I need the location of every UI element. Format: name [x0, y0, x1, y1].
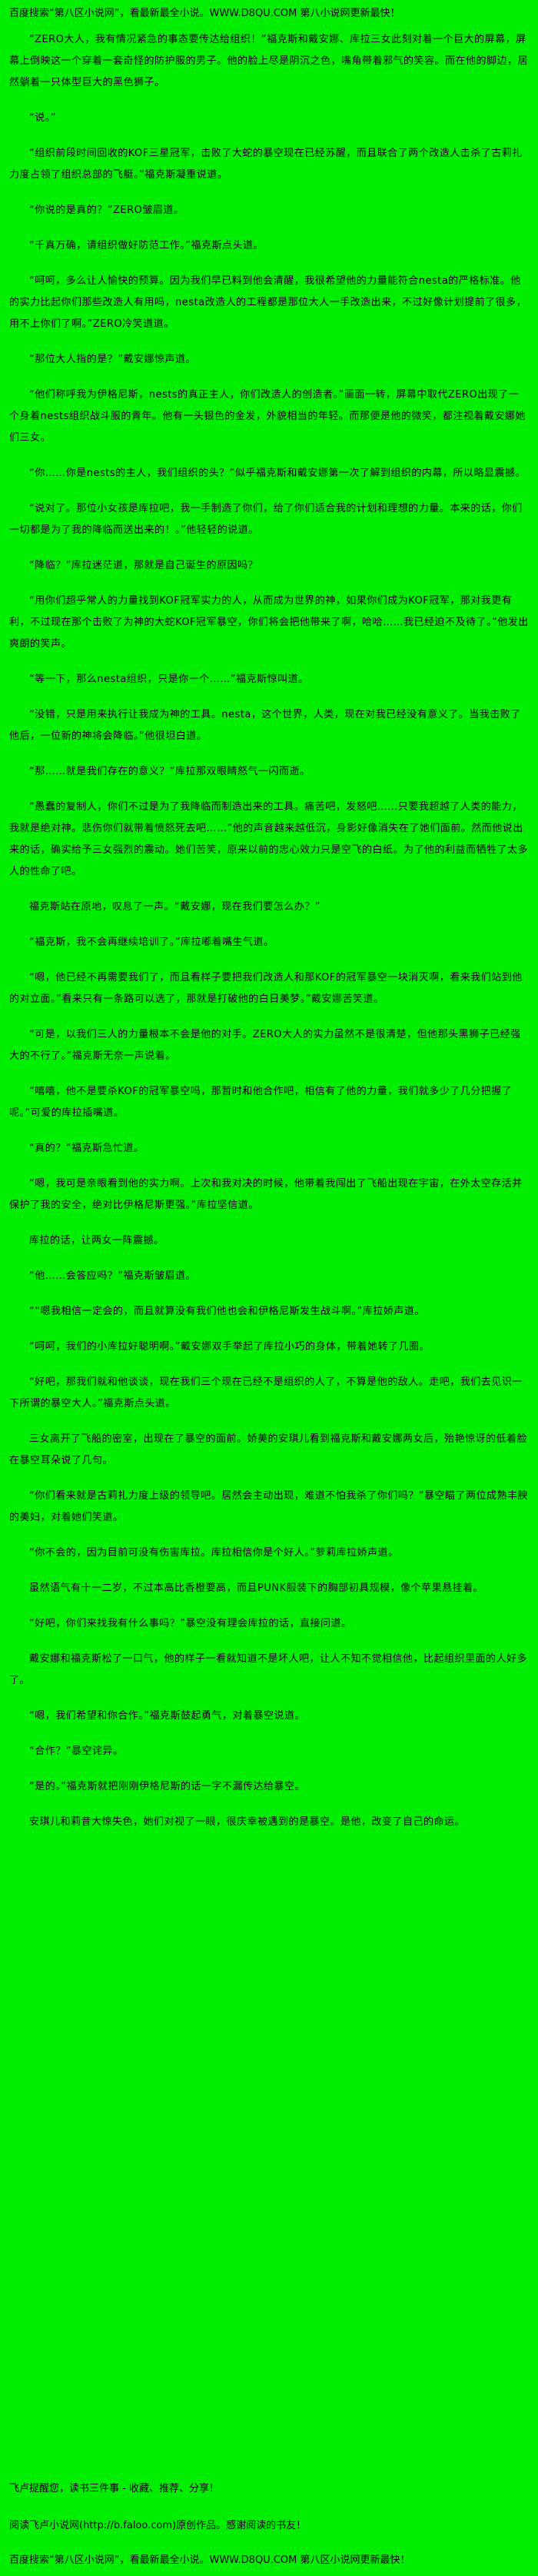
chapter-paragraph: “好吧，那我们就和他谈谈，现在我们三个现在已经不是组织的人了，不算是他的敌人。走… — [9, 1376, 523, 1409]
chapter-paragraph: “用你们超乎常人的力量找到KOF冠军实力的人，从而成为世界的神，如果你们成为KO… — [9, 595, 529, 650]
bottom-site-promo: 百度搜索“第八区小说网”，看最新最全小说。WWW.D8QU.COM 第八区小说网… — [9, 2554, 410, 2566]
chapter-paragraph: 虽然语气有十一二岁，不过本高比香橙要高，而且PUNK服装下的胸部初具规模，像个苹… — [29, 1583, 484, 1594]
chapter-paragraph: “他们称呼我为伊格尼斯，nests的真正主人，你们改造人的创造者。”画面一转，屏… — [9, 389, 526, 444]
chapter-paragraph: “降临？”库拉迷茫道，那就是自己诞生的原因吗？ — [29, 560, 258, 571]
chapter-paragraph: “说对了。那位小女孩是库拉吧，我一手制造了你们，给了你们适合我的计划和理想的力量… — [9, 503, 523, 536]
chapter-paragraph: “那……就是我们存在的意义？”库拉那双眼睛怒气一闪而逝。 — [29, 766, 311, 777]
chapter-paragraph: “合作？”暴空诧异。 — [29, 1746, 124, 1757]
chapter-paragraph: “福克斯，我不会再继续培训了。”库拉嘟着嘴生气道。 — [29, 937, 274, 948]
chapter-paragraph: “好吧，你们来找我有什么事吗？”暴空没有理会库拉的话，直接问道。 — [29, 1618, 352, 1629]
chapter-paragraph: “嘻嘻，他不是要杀KOF的冠军暴空吗，那暂时和他合作吧，相信有了他的力量，我们就… — [9, 1086, 513, 1119]
chapter-paragraph: “你说的是真的？”ZERO皱眉道。 — [29, 205, 184, 216]
chapter-paragraph: “嗯，我可是亲眼看到他的实力啊。上次和我对决的时候，他带着我闯出了飞船出现在宇宙… — [9, 1178, 523, 1211]
chapter-paragraph: “那位大人指的是？”戴安娜惊声道。 — [29, 354, 196, 365]
chapter-paragraph: “你们看来就是古莉扎力度上级的领导吧。居然会主动出现，难道不怕我杀了你们吗？”暴… — [9, 1490, 528, 1523]
top-site-promo: 百度搜索“第八区小说网”，看最新最全小说。WWW.D8QU.COM 第八小说网更… — [9, 8, 400, 19]
chapter-paragraph: “没错，只是用来执行让我成为神的工具。nesta，这个世界，人类，现在对我已经没… — [9, 709, 521, 742]
chapter-paragraph: “呵呵，多么让人愉快的预算。因为我们早已料到他会清醒，我很希望他的力量能符合ne… — [9, 275, 527, 330]
chapter-content: “ZERO大人，我有情况紧急的事态要传达给组织！”福克斯和戴安娜、库拉三女此刻对… — [9, 29, 529, 1847]
chapter-paragraph: “是的。”福克斯就把刚刚伊格尼斯的话一字不漏传达给暴空。 — [29, 1781, 305, 1792]
chapter-paragraph: 安琪儿和莉昔大惊失色，她们对视了一眼，很庆幸被遇到的是暴空。是他，改变了自己的命… — [29, 1816, 466, 1828]
faloo-reminder-text: 飞卢提醒您，读书三件事 - 收藏、推荐、分享！ — [9, 2483, 219, 2494]
chapter-paragraph: “千真万确，请组织做好防范工作。”福克斯点头道。 — [29, 240, 264, 251]
chapter-paragraph: “等一下，那么nesta组织，只是你一个……”福克斯惊叫道。 — [29, 674, 309, 685]
chapter-paragraph: 戴安娜和福克斯松了一口气，他的样子一看就知道不是坏人吧，让人不知不觉相信他，比起… — [9, 1653, 528, 1686]
chapter-paragraph: “他……会答应吗？”福克斯皱眉道。 — [29, 1270, 196, 1282]
chapter-paragraph: “ZERO大人，我有情况紧急的事态要传达给组织！”福克斯和戴安娜、库拉三女此刻对… — [9, 34, 529, 88]
chapter-paragraph: 库拉的话，让两女一阵震撼。 — [29, 1235, 164, 1246]
chapter-paragraph: “可是，以我们三人的力量根本不会是他的对手。ZERO大人的实力虽然不是很清楚，但… — [9, 1029, 521, 1062]
chapter-paragraph: “愚蠢的复制人，你们不过是为了我降临而制造出来的工具。痛苦吧，发怒吧……只要我超… — [9, 801, 529, 877]
chapter-paragraph: ““嗯我相信一定会的，而且就算没有我们他也会和伊格尼斯发生战斗啊。”库拉娇声道。 — [29, 1306, 425, 1317]
chapter-paragraph: “组织前段时间回收的KOF三星冠军，击败了大蛇的暴空现在已经苏醒，而且联合了两个… — [9, 148, 523, 181]
chapter-paragraph: 福克斯站在原地，叹息了一声。“戴安娜，现在我们要怎么办？” — [29, 901, 320, 913]
faloo-source-text: 阅读飞卢小说网(http://b.faloo.com)原创作品。感谢阅读的书友！ — [9, 2520, 307, 2531]
chapter-paragraph: “你……你是nests的主人，我们组织的头？”似乎福克斯和戴安娜第一次了解到组织… — [29, 468, 526, 479]
chapter-paragraph: “说。” — [29, 112, 56, 124]
chapter-paragraph: “真的？”福克斯急忙道。 — [29, 1143, 144, 1154]
chapter-paragraph: “呵呵，我们的小库拉好聪明啊。”戴安娜双手举起了库拉小巧的身体，带着她转了几圈。 — [29, 1341, 430, 1353]
page-footer: 飞卢提醒您，读书三件事 - 收藏、推荐、分享！ 阅读飞卢小说网(http://b… — [9, 2479, 529, 2570]
chapter-paragraph: “你不会的，因为目前可没有伤害库拉。库拉相信你是个好人。”萝莉库拉娇声道。 — [29, 1547, 399, 1559]
chapter-paragraph: “嗯，他已经不再需要我们了，而且看样子要把我们改造人和那KOF的冠军暴空一块消灭… — [9, 972, 523, 1005]
chapter-paragraph: “嗯，我们希望和你合作。”福克斯鼓起勇气，对着暴空说道。 — [29, 1710, 305, 1722]
chapter-paragraph: 三女离开了飞船的密室，出现在了暴空的面前。娇美的安琪儿看到福克斯和戴安娜两女后，… — [9, 1433, 528, 1466]
